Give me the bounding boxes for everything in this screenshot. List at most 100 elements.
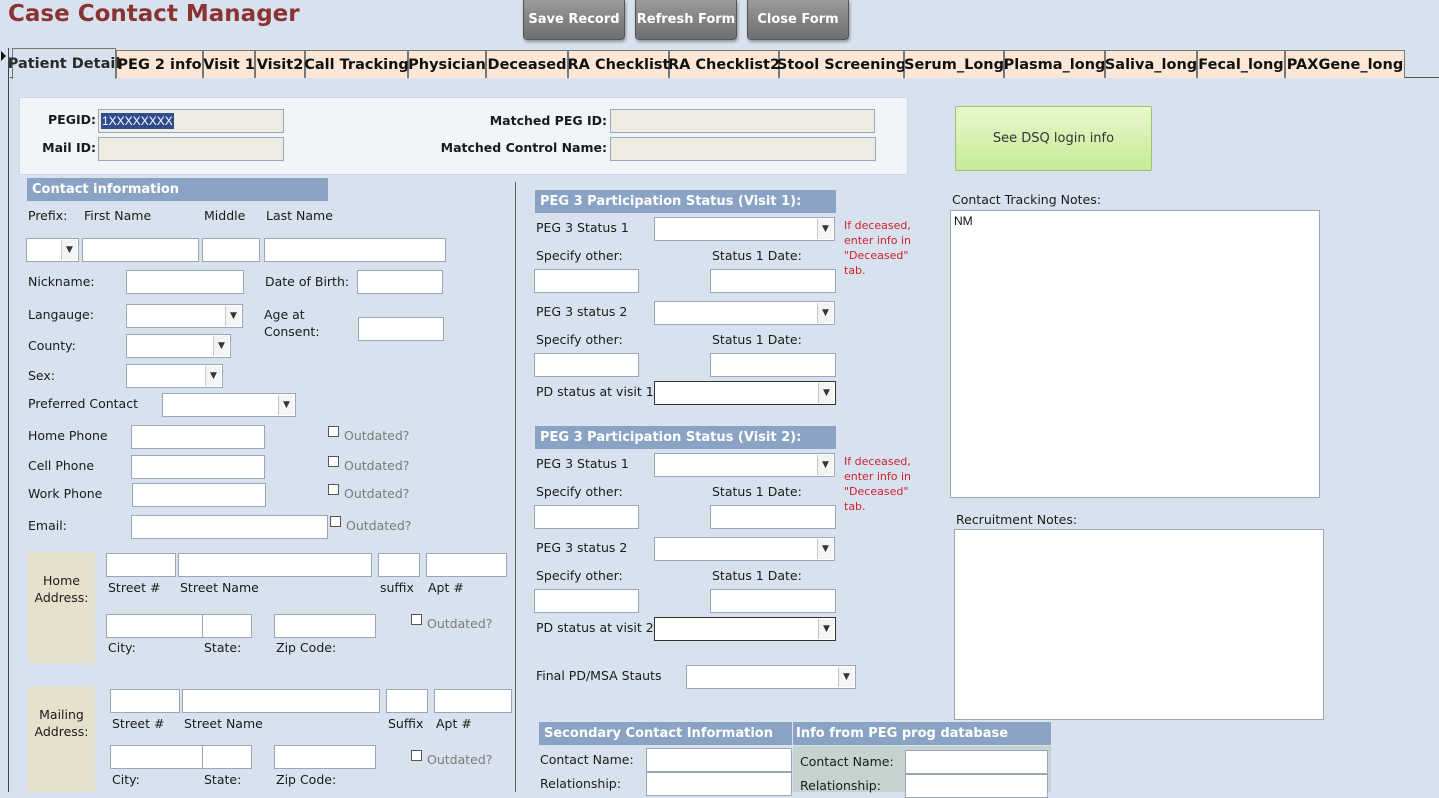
visit2-specify1-field[interactable] — [534, 505, 639, 529]
visit2-pd-status-dropdown[interactable]: ▼ — [654, 617, 836, 641]
home-phone-field[interactable] — [131, 425, 265, 449]
tab-call-tracking[interactable]: Call Tracking — [304, 50, 409, 78]
visit1-pd-status-dropdown[interactable]: ▼ — [654, 381, 836, 405]
language-dropdown[interactable]: ▼ — [126, 304, 243, 328]
final-pd-msa-status-label: Final PD/MSA Stauts — [536, 668, 662, 683]
visit1-date1-field[interactable] — [710, 269, 836, 293]
home-zip-field[interactable] — [274, 614, 376, 638]
close-form-button[interactable]: Close Form — [747, 0, 849, 40]
mailing-suffix-field[interactable] — [386, 689, 428, 713]
secondary-relationship-field[interactable] — [646, 772, 792, 796]
mailing-apt-label: Apt # — [436, 716, 472, 731]
visit1-status-header: PEG 3 Participation Status (Visit 1): — [535, 190, 836, 213]
age-at-consent-field[interactable] — [358, 317, 444, 341]
peg-prog-relationship-field[interactable] — [905, 774, 1048, 798]
home-apt-label: Apt # — [428, 580, 464, 595]
tab-fecal-long[interactable]: Fecal_long — [1197, 50, 1285, 78]
record-selector[interactable] — [0, 48, 9, 792]
preferred-contact-dropdown[interactable]: ▼ — [162, 393, 296, 417]
tab-serum-long[interactable]: Serum_Long — [904, 50, 1004, 78]
tab-plasma-long[interactable]: Plasma_long — [1004, 50, 1105, 78]
tab-paxgene-long[interactable]: PAXGene_long — [1285, 50, 1405, 78]
visit1-date1-label: Status 1 Date: — [712, 248, 802, 263]
secondary-contact-header: Secondary Contact Information — [539, 722, 792, 745]
work-phone-field[interactable] — [132, 483, 266, 507]
final-pd-msa-status-dropdown[interactable]: ▼ — [686, 665, 856, 689]
chevron-down-icon: ▼ — [817, 219, 833, 239]
tab-patient-detail[interactable]: Patient Detail — [8, 48, 120, 79]
visit1-status1-dropdown[interactable]: ▼ — [654, 217, 835, 241]
matched-control-name-field[interactable] — [610, 137, 876, 161]
tab-deceased[interactable]: Deceased — [486, 50, 568, 78]
home-suffix-field[interactable] — [378, 553, 420, 577]
first-name-field[interactable] — [82, 238, 199, 262]
email-field[interactable] — [131, 515, 328, 539]
mailing-apt-field[interactable] — [434, 689, 512, 713]
visit2-date1-label: Status 1 Date: — [712, 484, 802, 499]
home-city-field[interactable] — [106, 614, 203, 638]
visit1-specify2-field[interactable] — [534, 353, 639, 377]
refresh-form-button[interactable]: Refresh Form — [635, 0, 737, 40]
home-address-panel — [28, 552, 95, 663]
sex-dropdown[interactable]: ▼ — [126, 364, 223, 388]
age-at-consent-label: Age at Consent: — [264, 307, 320, 339]
home-address-outdated-checkbox[interactable] — [411, 614, 422, 625]
home-street-name-field[interactable] — [178, 553, 372, 577]
mailing-street-name-field[interactable] — [182, 689, 380, 713]
tab-visit2[interactable]: Visit2 — [255, 50, 305, 78]
visit1-specify1-label: Specify other: — [536, 248, 623, 263]
home-state-field[interactable] — [202, 614, 252, 638]
pegid-field[interactable]: 1XXXXXXXX — [98, 109, 284, 133]
middle-name-field[interactable] — [202, 238, 260, 262]
prefix-dropdown[interactable]: ▼ — [26, 238, 79, 262]
visit1-date2-field[interactable] — [710, 353, 836, 377]
home-phone-label: Home Phone — [28, 428, 108, 443]
secondary-contact-name-label: Contact Name: — [540, 752, 634, 767]
cell-phone-outdated-checkbox[interactable] — [328, 456, 339, 467]
column-divider — [515, 182, 516, 792]
recruitment-notes-field[interactable] — [954, 529, 1324, 720]
mailing-state-field[interactable] — [202, 745, 252, 769]
visit1-specify1-field[interactable] — [534, 269, 639, 293]
home-city-label: City: — [108, 640, 136, 655]
home-street-number-field[interactable] — [106, 553, 176, 577]
contact-tracking-notes-field[interactable]: NM — [950, 210, 1320, 498]
mailing-suffix-label: Suffix — [388, 716, 424, 731]
cell-phone-field[interactable] — [131, 455, 265, 479]
last-name-field[interactable] — [264, 238, 446, 262]
mailing-zip-field[interactable] — [274, 745, 376, 769]
nickname-field[interactable] — [126, 270, 244, 294]
home-phone-outdated-checkbox[interactable] — [328, 426, 339, 437]
tab-ra-checklist[interactable]: RA Checklist — [568, 50, 670, 78]
tab-physician[interactable]: Physician — [408, 50, 486, 78]
visit1-status2-dropdown[interactable]: ▼ — [654, 301, 835, 325]
mailing-city-field[interactable] — [110, 745, 203, 769]
mailid-field[interactable] — [98, 137, 284, 161]
tab-saliva-long[interactable]: Saliva_long — [1105, 50, 1197, 78]
tab-stool-screening[interactable]: Stool Screening — [777, 50, 906, 78]
visit2-date1-field[interactable] — [710, 505, 836, 529]
tab-peg2-info[interactable]: PEG 2 info — [116, 50, 203, 78]
home-address-outdated-label: Outdated? — [427, 616, 493, 631]
visit2-specify2-field[interactable] — [534, 589, 639, 613]
save-record-button[interactable]: Save Record — [523, 0, 625, 40]
mailing-address-outdated-checkbox[interactable] — [411, 750, 422, 761]
home-apt-field[interactable] — [426, 553, 507, 577]
tab-ra-checklist2[interactable]: RA Checklist2 — [668, 50, 780, 78]
see-dsq-login-button[interactable]: See DSQ login info — [955, 106, 1152, 171]
visit2-date2-field[interactable] — [710, 589, 836, 613]
work-phone-outdated-checkbox[interactable] — [328, 484, 339, 495]
county-dropdown[interactable]: ▼ — [126, 334, 231, 358]
visit2-status2-dropdown[interactable]: ▼ — [654, 537, 835, 561]
email-outdated-checkbox[interactable] — [330, 516, 341, 527]
dob-field[interactable] — [357, 270, 443, 294]
tab-visit1[interactable]: Visit 1 — [203, 50, 255, 78]
matched-control-name-label: Matched Control Name: — [440, 140, 607, 155]
secondary-contact-name-field[interactable] — [646, 748, 792, 772]
mailing-street-number-field[interactable] — [110, 689, 180, 713]
email-outdated-label: Outdated? — [346, 518, 412, 533]
visit2-status1-dropdown[interactable]: ▼ — [654, 453, 835, 477]
chevron-down-icon: ▼ — [817, 455, 833, 475]
peg-prog-contact-name-field[interactable] — [905, 750, 1048, 774]
matched-peg-id-field[interactable] — [610, 109, 875, 133]
